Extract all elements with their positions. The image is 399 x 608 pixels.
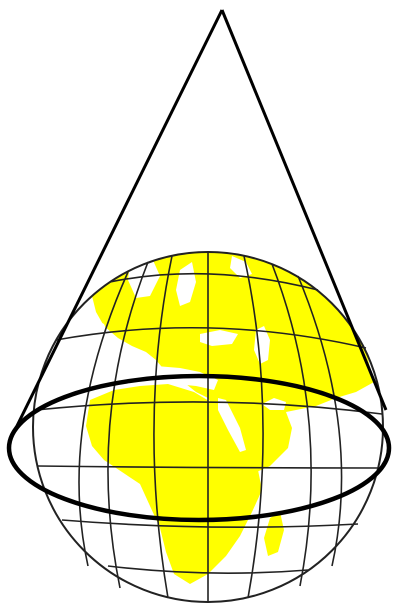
conic-projection-diagram: [0, 0, 399, 608]
